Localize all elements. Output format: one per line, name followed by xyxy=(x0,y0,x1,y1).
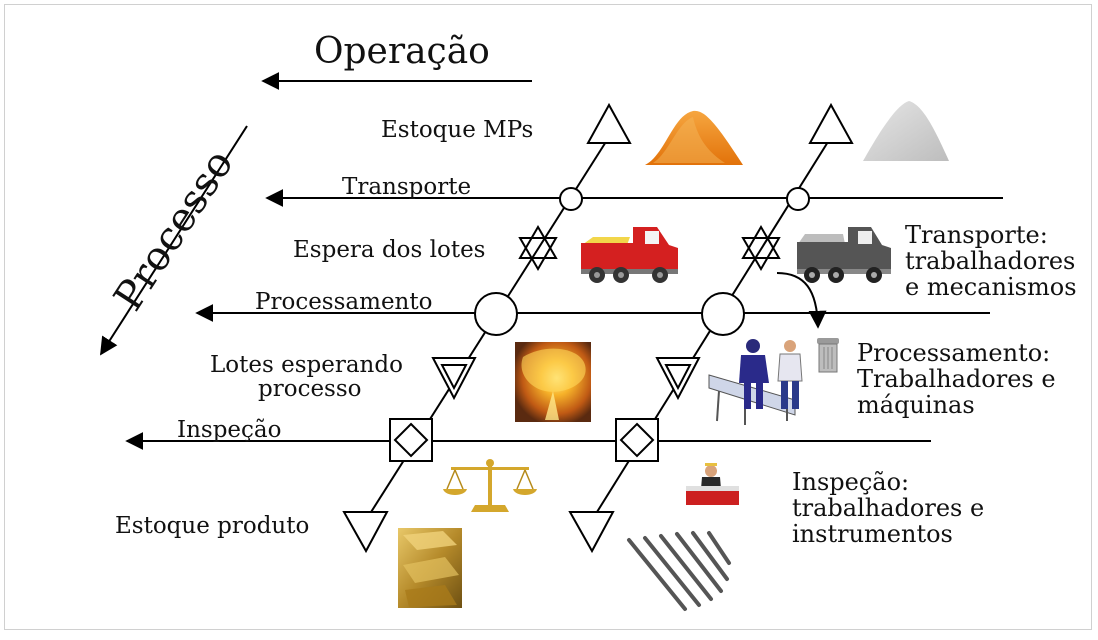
inspection-square-left xyxy=(389,418,433,462)
transport-circle-left xyxy=(559,187,583,211)
batches-waiting-label: Lotes esperando processo xyxy=(210,353,403,401)
transport-circle-right xyxy=(786,187,810,211)
red-truck-icon xyxy=(581,227,678,283)
orange-pile-icon xyxy=(645,110,743,165)
workers-table-icon xyxy=(708,339,803,425)
transport-desc-line-1: Transporte: xyxy=(905,221,1048,249)
inspection-description: Inspeção: trabalhadores e instrumentos xyxy=(792,468,985,548)
product-stock-label: Estoque produto xyxy=(115,513,310,539)
gray-pile-icon xyxy=(863,101,949,161)
steel-rebar-icon xyxy=(627,531,731,611)
transport-desc-line-2: trabalhadores xyxy=(905,246,1076,275)
diagram-canvas xyxy=(100,72,1003,611)
batch-wait-triangle-left xyxy=(431,357,477,401)
raw-stock-triangle-left xyxy=(586,102,632,144)
wait-star-right xyxy=(741,225,781,271)
inspection-desc-line-2: trabalhadores e xyxy=(792,493,985,522)
gold-bars-icon xyxy=(398,528,462,608)
wait-star-left xyxy=(518,225,558,271)
processing-desc-line-1: Processamento: xyxy=(857,339,1051,367)
operation-title: Operação xyxy=(314,31,490,72)
batches-waiting-line-2: processo xyxy=(258,376,362,403)
raw-stock-triangle-right xyxy=(808,102,854,144)
curved-arrow xyxy=(776,272,827,329)
processing-circle-left xyxy=(474,292,518,336)
batch-wait-triangle-right xyxy=(655,357,701,401)
molten-metal-icon xyxy=(515,342,591,422)
transport-description: Transporte: trabalhadores e mecanismos xyxy=(905,221,1077,301)
inspection-desc-line-3: instrumentos xyxy=(792,519,953,548)
product-stock-triangle-right xyxy=(568,511,615,554)
batches-waiting-line-1: Lotes esperando xyxy=(210,352,403,378)
product-stock-triangle-left xyxy=(342,511,389,554)
balance-scale-icon xyxy=(443,459,537,512)
processing-label: Processamento xyxy=(255,289,433,315)
raw-stock-label: Estoque MPs xyxy=(381,117,534,143)
process-arrow xyxy=(100,125,248,356)
inspection-label: Inspeção xyxy=(177,417,282,443)
batch-wait-label: Espera dos lotes xyxy=(293,237,486,263)
processing-desc-line-3: máquinas xyxy=(857,390,975,419)
inspection-desc-line-1: Inspeção: xyxy=(792,468,910,496)
diagram-frame: Operação Processo Estoque MPs Transporte… xyxy=(4,4,1092,630)
processing-circle-right xyxy=(701,292,745,336)
trash-can-icon xyxy=(817,338,839,373)
processing-description: Processamento: Trabalhadores e máquinas xyxy=(857,339,1056,419)
transport-label: Transporte xyxy=(342,174,472,200)
transport-desc-line-3: e mecanismos xyxy=(905,272,1077,301)
processing-desc-line-2: Trabalhadores e xyxy=(857,364,1056,393)
gray-truck-icon xyxy=(797,227,891,283)
inspector-desk-icon xyxy=(686,463,739,505)
inspection-square-right xyxy=(615,418,659,462)
